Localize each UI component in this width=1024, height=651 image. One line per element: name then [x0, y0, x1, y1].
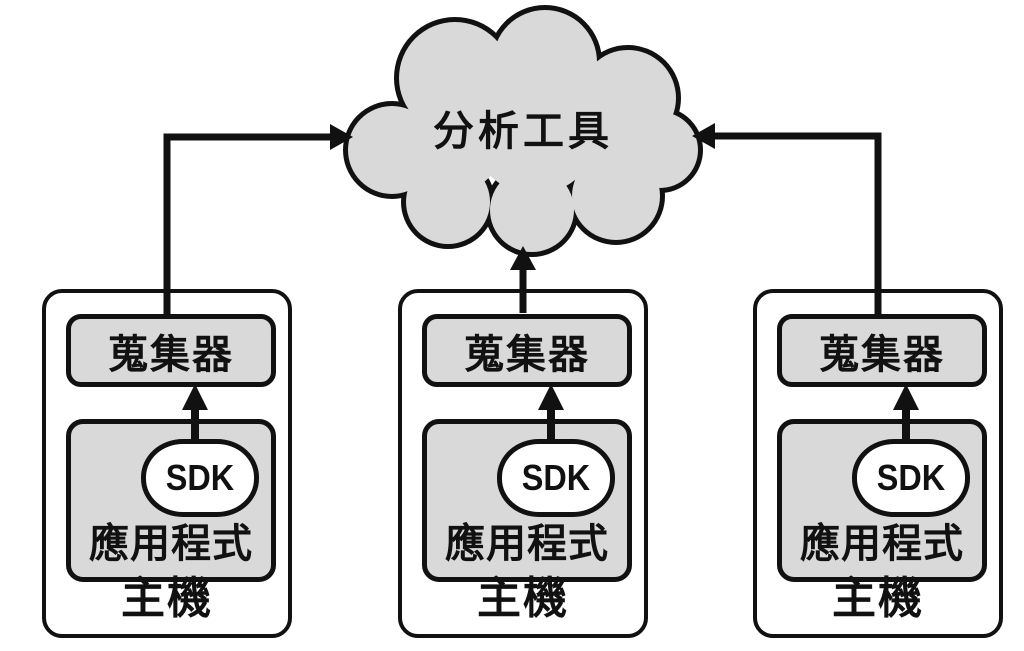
- cloud-label: 分析工具: [433, 108, 613, 154]
- collector-box: 蒐集器: [66, 314, 276, 387]
- application-label: 應用程式: [445, 522, 609, 566]
- application-label: 應用程式: [89, 522, 253, 566]
- sdk-oval: SDK: [852, 439, 970, 517]
- host-label: 主機: [477, 574, 569, 623]
- collector-box: 蒐集器: [777, 314, 987, 387]
- host-label: 主機: [832, 574, 924, 623]
- host-label: 主機: [121, 574, 213, 623]
- application-box: SDK 應用程式: [422, 419, 632, 582]
- sdk-oval: SDK: [497, 439, 615, 517]
- host-box-left: 蒐集器 SDK 應用程式 主機: [42, 289, 292, 638]
- collector-label: 蒐集器: [819, 332, 945, 377]
- application-label: 應用程式: [800, 522, 964, 566]
- sdk-label: SDK: [876, 457, 946, 498]
- host-box-middle: 蒐集器 SDK 應用程式 主機: [398, 289, 648, 638]
- sdk-label: SDK: [521, 457, 591, 498]
- collector-box: 蒐集器: [422, 314, 632, 387]
- sdk-label: SDK: [165, 457, 235, 498]
- collector-label: 蒐集器: [464, 332, 590, 377]
- sdk-oval: SDK: [141, 439, 259, 517]
- host-box-right: 蒐集器 SDK 應用程式 主機: [753, 289, 1003, 638]
- arrow-left-collector-to-cloud: [163, 124, 353, 315]
- arrow-right-collector-to-cloud: [692, 123, 882, 315]
- application-box: SDK 應用程式: [66, 419, 276, 582]
- collector-label: 蒐集器: [108, 332, 234, 377]
- application-box: SDK 應用程式: [777, 419, 987, 582]
